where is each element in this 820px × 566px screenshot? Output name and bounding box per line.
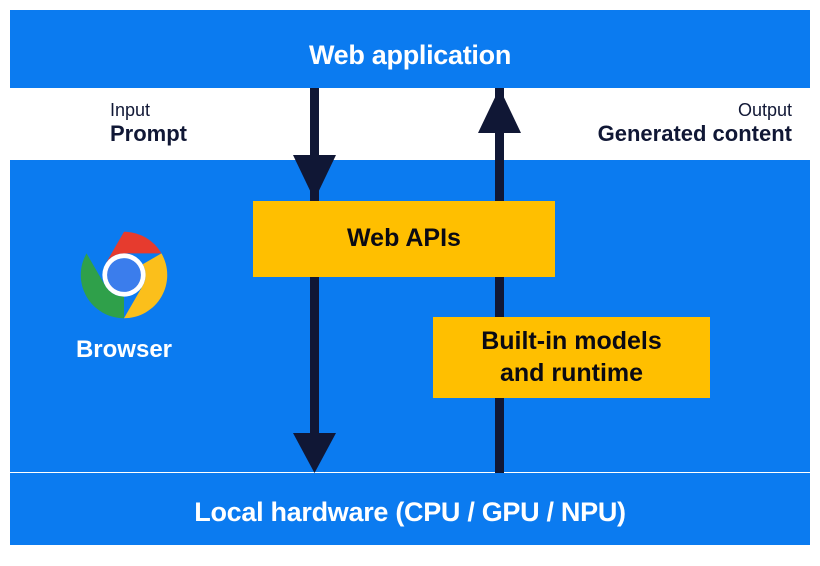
band-web-application: Web application [10, 10, 810, 88]
box-built-in-models-line1: Built-in models [481, 327, 662, 356]
annotation-input-kind: Input [110, 100, 151, 120]
chrome-logo-icon [80, 231, 168, 319]
band-web-application-label: Web application [308, 40, 512, 70]
annotation-input-value: Prompt [110, 121, 187, 147]
box-built-in-models-line2: and runtime [499, 358, 644, 387]
annotation-output-value: Generated content [597, 121, 792, 147]
box-built-in-models-label: Built-in models and runtime [481, 326, 662, 389]
browser-label: Browser [75, 336, 173, 363]
box-web-apis: Web APIs [253, 201, 555, 277]
band-local-hardware: Local hardware (CPU / GPU / NPU) [10, 473, 810, 545]
browser-group: Browser [54, 228, 194, 364]
annotation-input: Input Prompt [110, 100, 187, 147]
annotation-output: Output Generated content [598, 100, 792, 147]
box-built-in-models: Built-in models and runtime [433, 317, 710, 398]
box-web-apis-label: Web APIs [347, 224, 461, 253]
annotation-output-kind: Output [737, 100, 792, 120]
band-local-hardware-label: Local hardware (CPU / GPU / NPU) [194, 497, 626, 527]
